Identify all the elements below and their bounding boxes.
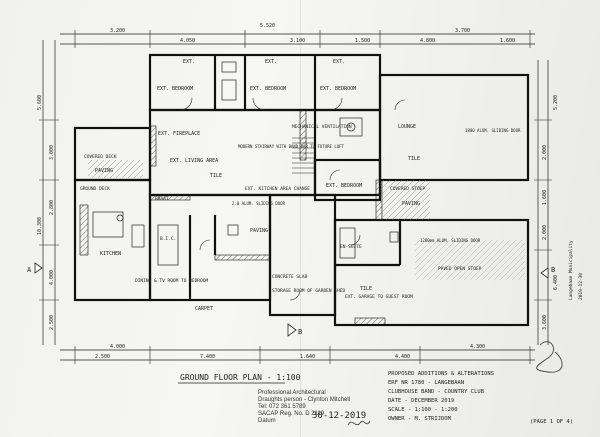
dim-bottom-2: 7.400	[200, 354, 215, 360]
room-labels: EXT. BEDROOM EXT. BEDROOM EXT. BEDROOM E…	[80, 59, 521, 312]
section-letters: A B B	[27, 266, 555, 336]
stamp-date: 30-12-2019	[312, 411, 366, 421]
plan-title: GROUND FLOOR PLAN - 1:100	[180, 373, 301, 382]
room-kitchen: KITCHEN	[100, 251, 121, 257]
section-b-right: B	[551, 266, 555, 274]
dim-bottom-0: 2.500	[95, 354, 110, 360]
dim-right-7: 3.600	[542, 315, 548, 330]
room-tile1: TILE	[210, 173, 222, 179]
side-strip-1: Langebaan Municipality	[568, 240, 574, 300]
dim-left-1: 3.000	[49, 145, 55, 160]
tb-line5: SCALE - 1:100 - 1:200	[388, 407, 458, 413]
room-bth2: EXT.	[265, 59, 277, 65]
stamp-line3: Tel: 072 361 5789	[258, 404, 306, 410]
dim-left-0: 5.600	[37, 95, 43, 110]
room-dining: DINING & TV ROOM TO BEDROOM	[135, 278, 208, 284]
room-covered-deck: COVERED DECK	[84, 154, 117, 160]
room-braai: BRAAI	[155, 196, 169, 202]
room-tile3: TILE	[360, 286, 372, 292]
tb-line1: PROPOSED ADDITIONS & ALTERATIONS	[388, 371, 494, 377]
dim-top-2: 4.800	[420, 38, 435, 44]
paving-areas	[88, 160, 525, 280]
tb-line4: DATE - DECEMBER 2019	[388, 398, 454, 404]
dimension-values: 3.200 5.520 4.800 4.050 3.100 1.500 3.70…	[37, 23, 559, 360]
room-bed1: EXT. BEDROOM	[157, 86, 193, 92]
tb-line3: CLUBHOUSE BAND - COUNTRY CLUB	[388, 389, 485, 395]
room-living: EXT. LIVING AREA	[170, 158, 218, 164]
tb-page: (PAGE 1 OF 4)	[530, 419, 573, 425]
room-bed4: EXT. BEDROOM	[326, 183, 362, 189]
room-bth1: EXT.	[183, 59, 195, 65]
room-sliding2: 2.0 ALUM. SLIDING DOOR	[232, 201, 286, 206]
dim-top-0: 3.200	[110, 28, 125, 34]
signature	[347, 341, 563, 426]
stamp-line5: Datum	[258, 418, 276, 424]
dim-bottom-3: 1.640	[300, 354, 315, 360]
dim-bottom-5: 4.300	[470, 344, 485, 350]
dim-top2-2: 3.100	[290, 38, 305, 44]
dim-left-3: 10.300	[37, 217, 43, 235]
side-strip-2: 2019-12-30	[578, 273, 584, 300]
dim-right-1: 2.000	[542, 145, 548, 160]
tb-line2: ERF NR 1780 - LANGEBAAN	[388, 380, 464, 386]
room-covered-stoep: COVERED STOEP	[390, 186, 426, 192]
room-bed3: EXT. BEDROOM	[320, 86, 356, 92]
side-strip: Langebaan Municipality 2019-12-30	[568, 240, 584, 300]
room-ground-deck: GROUND DECK	[80, 186, 110, 192]
room-paved: PAVED OPEN STOEP	[438, 266, 482, 272]
section-a-mid: B	[298, 328, 302, 336]
room-ensuite2: EN-SUITE	[340, 244, 362, 250]
room-paving1: PAVING	[95, 168, 113, 174]
dim-left-2: 2.800	[49, 200, 55, 215]
dim-right-4: 6.400	[553, 275, 559, 290]
dim-bottom-4: 4.400	[395, 354, 410, 360]
paper-fold	[300, 0, 301, 437]
room-paving3: PAVING	[250, 228, 268, 234]
room-bic: B.I.C.	[160, 236, 176, 242]
room-bth3: EXT.	[333, 59, 345, 65]
stamp-line2: Draughts person - Clynton Mitchell	[258, 397, 351, 403]
architect-stamp: Professional Architectural Draughts pers…	[258, 390, 350, 425]
dim-top2-3: 1.500	[355, 38, 370, 44]
dim-right-2: 1.600	[542, 190, 548, 205]
dim-top2-0: 4.050	[180, 38, 195, 44]
room-stairway: MODERN STAIRWAY WITH BAND BAR TO FUTURE …	[238, 144, 345, 149]
dim-right-0: 5.200	[553, 95, 559, 110]
dim-left-5: 2.500	[49, 315, 55, 330]
plan-title-block: GROUND FLOOR PLAN - 1:100	[178, 373, 301, 384]
dim-top2-5: 1.600	[500, 38, 515, 44]
fixtures	[92, 61, 399, 266]
room-storage: STORAGE ROOM OF GARDEN SHED	[272, 288, 345, 294]
room-carpet: CARPET	[195, 306, 213, 312]
dimension-lines	[39, 30, 552, 364]
room-sliding: 1800 ALUM. SLIDING DOOR	[465, 128, 521, 133]
room-paving2: PAVING	[402, 201, 420, 207]
room-slide3: 1280mm ALUM. SLIDING DOOR	[420, 238, 481, 243]
dim-top2-4: 3.700	[455, 28, 470, 34]
room-fireplace: EXT. FIREPLACE	[158, 131, 200, 137]
dim-top-1: 5.520	[260, 23, 275, 29]
dim-right-3: 2.000	[542, 225, 548, 240]
room-lounge: LOUNGE	[398, 124, 416, 130]
stamp-line4: SACAP Reg. No. D 2119	[258, 411, 325, 417]
room-kitchen-ext: EXT. KITCHEN AREA CHANGE	[245, 186, 310, 192]
dim-left-4: 4.000	[49, 270, 55, 285]
room-mech: MECHANICAL VENTILATION	[292, 124, 352, 130]
tb-line6: OWNER - M. STRIJDOM	[388, 416, 452, 422]
room-bed2: EXT. BEDROOM	[250, 86, 286, 92]
section-markers	[34, 262, 549, 337]
room-tile2: TILE	[408, 156, 420, 162]
section-a-left: A	[27, 266, 32, 274]
room-concrete: CONCRETE SLAB	[272, 274, 308, 280]
hatched-walls	[79, 109, 386, 326]
dim-bottom-1: 4.000	[110, 344, 125, 350]
door-swings	[179, 97, 406, 301]
title-block: PROPOSED ADDITIONS & ALTERATIONS ERF NR …	[388, 371, 573, 425]
room-ext-garage: EXT. GARAGE TO GUEST ROOM	[345, 294, 413, 300]
stamp-line1: Professional Architectural	[258, 390, 326, 396]
stairway	[292, 137, 314, 174]
